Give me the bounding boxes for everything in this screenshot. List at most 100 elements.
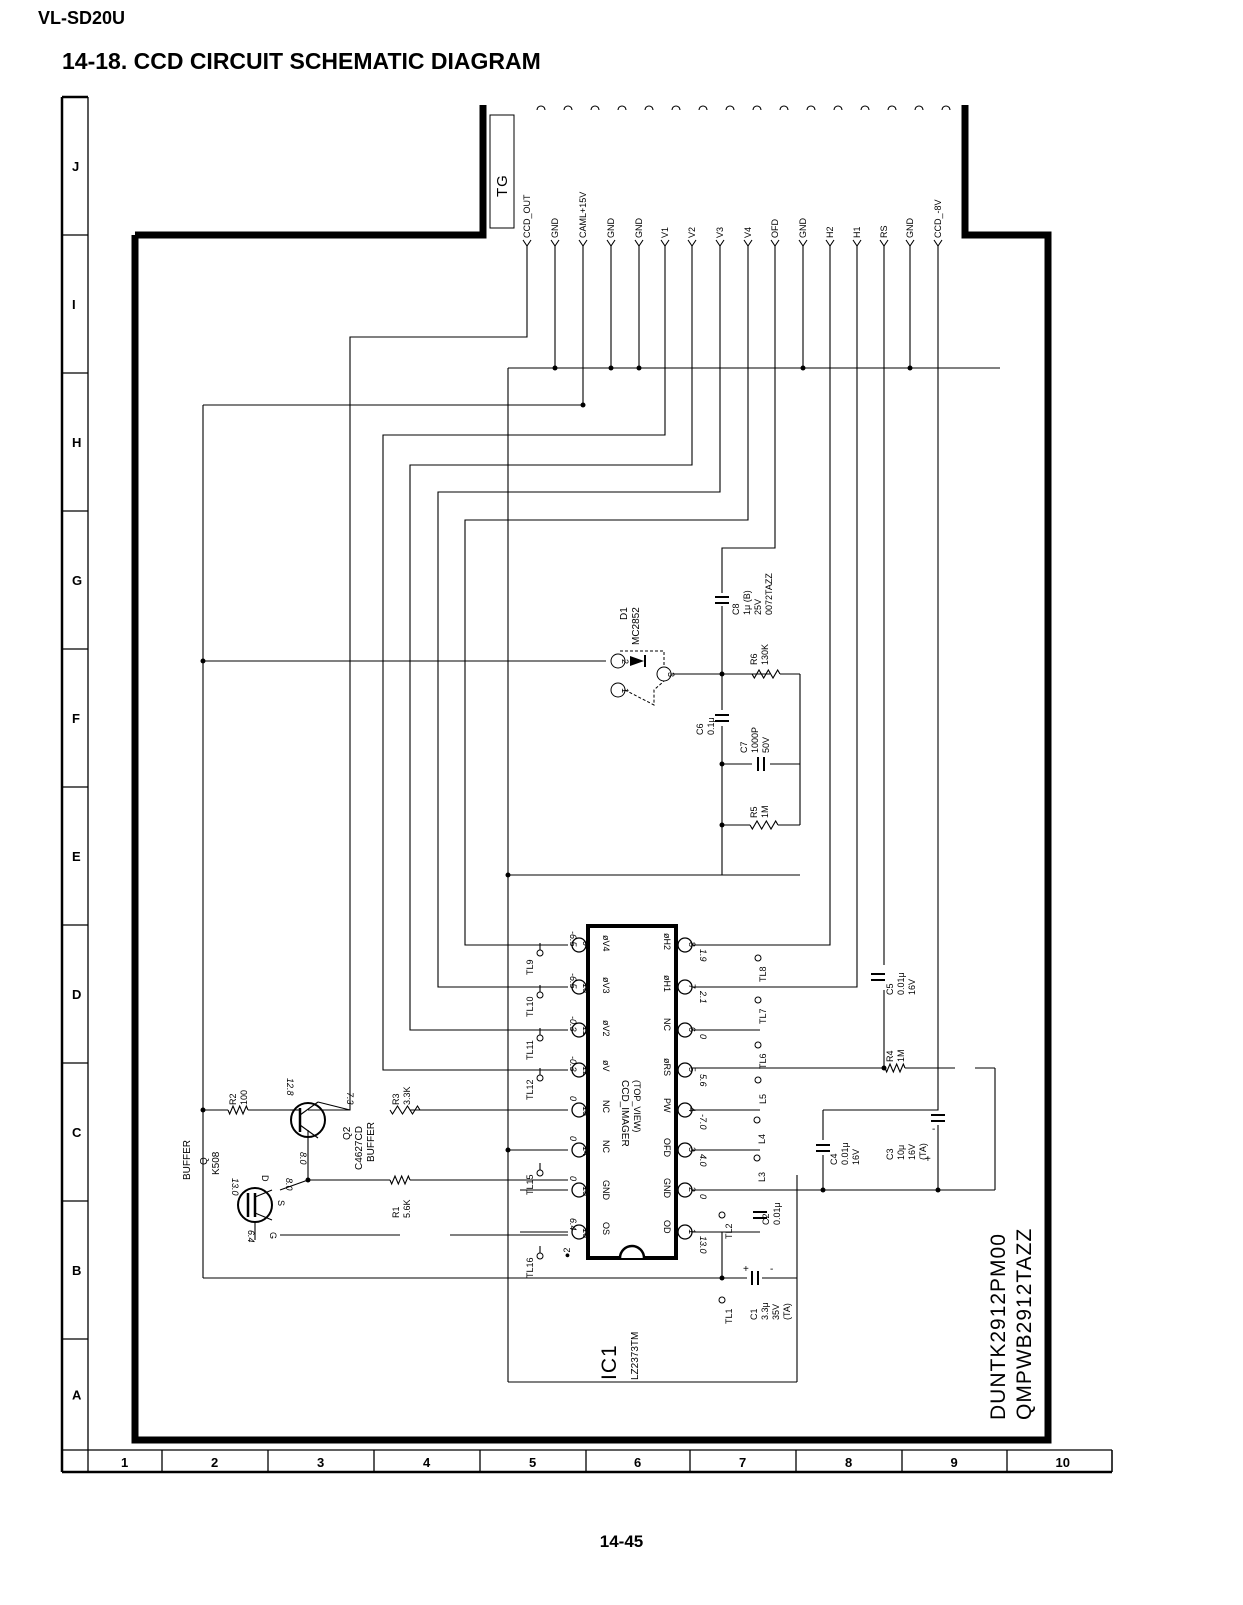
pin-label: NC bbox=[662, 1018, 672, 1031]
r1-resistor bbox=[389, 1174, 411, 1186]
test-point bbox=[753, 1154, 761, 1162]
test-point bbox=[536, 1169, 544, 1177]
c8-label: C8 bbox=[731, 603, 741, 615]
connector-signal-label: CCD_OUT bbox=[522, 194, 532, 238]
junction-dot bbox=[580, 402, 586, 408]
junction-dot bbox=[636, 365, 642, 371]
signal-arrow bbox=[825, 239, 831, 247]
board-outline bbox=[131, 105, 1052, 1444]
test-point bbox=[754, 1041, 762, 1049]
r3-resistor bbox=[389, 1104, 421, 1116]
signal-arrow bbox=[715, 239, 721, 247]
junction-dot bbox=[719, 1275, 725, 1281]
d1-package-outline bbox=[620, 650, 665, 706]
c1-polarity: + bbox=[743, 1264, 749, 1275]
ic-left-pin-12 bbox=[571, 1062, 587, 1078]
voltage-reading: 0 bbox=[568, 1096, 578, 1101]
connector-pin-arc bbox=[698, 105, 708, 111]
junction-dot bbox=[552, 365, 558, 371]
q1-source bbox=[254, 1212, 273, 1221]
c1-label: C1 bbox=[749, 1308, 759, 1320]
r1-label: R1 bbox=[391, 1206, 401, 1218]
pin-label: øV bbox=[601, 1060, 611, 1072]
junction-dot bbox=[505, 1147, 511, 1153]
c8-label: 25V bbox=[753, 599, 763, 615]
signal-arrow bbox=[664, 239, 670, 247]
pin-number: 15 bbox=[581, 1186, 591, 1196]
r5-label: 1M bbox=[760, 805, 770, 818]
connector-pin-arc bbox=[941, 105, 951, 111]
pin-label: NC bbox=[601, 1140, 611, 1153]
pin-number: 9 bbox=[581, 941, 591, 946]
signal-arrow bbox=[933, 239, 939, 247]
ic-right-pin-3 bbox=[677, 1142, 693, 1158]
pin-label: øH2 bbox=[662, 933, 672, 950]
ic-right-pin-2 bbox=[677, 1182, 693, 1198]
wire bbox=[690, 246, 858, 988]
connector-pin-arc bbox=[563, 105, 573, 111]
signal-arrow bbox=[660, 239, 666, 247]
r1-label: 5.6K bbox=[402, 1199, 412, 1218]
col-label-7: 7 bbox=[739, 1455, 746, 1470]
pin-number: 12 bbox=[581, 1066, 591, 1076]
r3-label: R3 bbox=[391, 1093, 401, 1105]
c3-label: (TA) bbox=[918, 1143, 928, 1160]
connector-pin-arc bbox=[671, 105, 681, 111]
c3-label: 16V bbox=[907, 1144, 917, 1160]
r6-label: R6 bbox=[749, 653, 759, 665]
connector-signal-label: CCD_-8V bbox=[933, 199, 943, 238]
connector-signal-label: OFD bbox=[770, 219, 780, 238]
junction-dot bbox=[800, 365, 806, 371]
col-label-10: 10 bbox=[1056, 1455, 1070, 1470]
connector-pin-arc bbox=[914, 105, 924, 111]
voltage-reading: 2.1 bbox=[698, 990, 708, 1004]
test-point bbox=[754, 996, 762, 1004]
pin-number: 16 bbox=[581, 1228, 591, 1238]
voltage-reading: 0 bbox=[698, 1034, 708, 1039]
signal-arrow bbox=[798, 239, 804, 247]
signal-arrow bbox=[747, 239, 753, 247]
q1-pin-d: D bbox=[260, 1175, 270, 1182]
row-label-d: D bbox=[72, 987, 81, 1002]
signal-arrow bbox=[879, 239, 885, 247]
pin-label: OFD bbox=[662, 1138, 672, 1157]
c3-label: C3 bbox=[885, 1148, 895, 1160]
voltage-reading: 0 bbox=[698, 1194, 708, 1199]
pin-label: OD bbox=[662, 1220, 672, 1234]
connector-pin-arc bbox=[725, 105, 735, 111]
connector-signal-label: V1 bbox=[660, 227, 670, 238]
connector-signal-label: V3 bbox=[715, 227, 725, 238]
testpoint-label: L3 bbox=[757, 1172, 767, 1182]
junction-dot bbox=[200, 658, 206, 664]
row-label-h: H bbox=[72, 435, 81, 450]
row-label-f: F bbox=[72, 711, 80, 726]
signal-arrow bbox=[582, 239, 588, 247]
q1-voltage: 13.0 bbox=[230, 1178, 240, 1196]
row-label-a: A bbox=[72, 1388, 82, 1403]
pin-label: øV4 bbox=[601, 935, 611, 952]
connector-pin-arc bbox=[860, 105, 870, 111]
wire bbox=[308, 246, 528, 1111]
test-point bbox=[718, 1296, 726, 1304]
ic-view: (TOP_VIEW) bbox=[632, 1080, 642, 1132]
junction-dot bbox=[719, 822, 725, 828]
c2-label: 0.01μ bbox=[772, 1202, 782, 1225]
ic-left-pin-16 bbox=[571, 1224, 587, 1240]
r4-label: R4 bbox=[885, 1050, 895, 1062]
testpoint-label: TL1 bbox=[724, 1308, 734, 1324]
row-label-i: I bbox=[72, 297, 76, 312]
q1-drain bbox=[254, 1189, 273, 1198]
pin-number: 13 bbox=[581, 1106, 591, 1116]
c7-label: 1000P bbox=[750, 727, 760, 753]
board-code-1: DUNTK2912PM00 bbox=[987, 1233, 1010, 1420]
r2-label: R2 bbox=[228, 1093, 238, 1105]
row-label-b: B bbox=[72, 1263, 81, 1278]
signal-arrow bbox=[719, 239, 725, 247]
connector-pin-arc bbox=[833, 105, 843, 111]
components: TL9TL10TL11TL12TL15TL16●2TL8TL7TL6L5L4L3… bbox=[182, 596, 945, 1324]
test-point bbox=[718, 1211, 726, 1219]
pin-number: 10 bbox=[581, 983, 591, 993]
testpoint-label: TL12 bbox=[525, 1079, 535, 1100]
